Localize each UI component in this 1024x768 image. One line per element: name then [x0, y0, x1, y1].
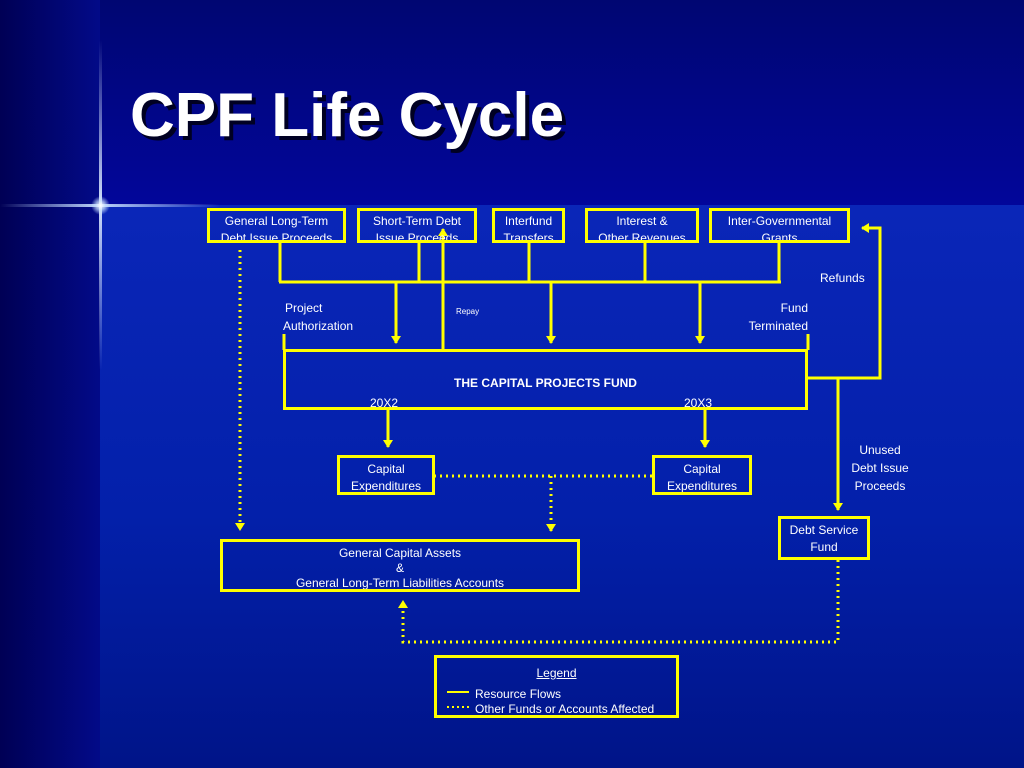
source-label-line2: Issue Proceeds — [375, 231, 459, 243]
light-flare-center — [91, 196, 110, 215]
source-interfund-box: Interfund Transfers — [492, 208, 565, 243]
source-interest-box: Interest & Other Revenues — [585, 208, 699, 243]
project-authorization-label: Project Authorization — [283, 299, 353, 335]
source-intergov-box: Inter-Governmental Grants — [709, 208, 850, 243]
debt-service-line1: Debt Service — [789, 523, 859, 537]
legend-title: Legend — [536, 666, 577, 680]
capex-label-line2: Expenditures — [666, 479, 738, 493]
project-label-line1: Project — [285, 301, 323, 315]
legend-dotted-label: Other Funds or Accounts Affected — [475, 702, 655, 716]
gca-label-line3: General Long-Term Liabilities Accounts — [295, 576, 505, 590]
source-label-line1: Inter-Governmental — [727, 214, 832, 228]
general-capital-assets-box: General Capital Assets & General Long-Te… — [220, 539, 580, 592]
project-label-line2: Authorization — [283, 319, 354, 333]
source-label-line1: Short-Term Debt — [372, 214, 462, 228]
slide-title: CPF Life Cycle — [130, 81, 565, 150]
unused-label-line3: Proceeds — [854, 479, 906, 493]
legend-box: Legend Resource Flows Other Funds or Acc… — [434, 655, 679, 718]
fund-terminated-label: Fund Terminated — [736, 299, 808, 335]
gca-label-line2: & — [395, 561, 404, 575]
fund-label-line1: Fund — [780, 301, 808, 315]
background-main — [100, 205, 1024, 768]
source-label-line1: Interfund — [504, 214, 553, 228]
unused-debt-proceeds-label: Unused Debt Issue Proceeds — [842, 441, 918, 495]
legend-solid-label: Resource Flows — [475, 687, 562, 701]
source-label-line2: Debt Issue Proceeds — [220, 231, 333, 243]
unused-proceeds-line — [808, 376, 843, 511]
capital-expenditures-20x2-box: Capital Expenditures — [337, 455, 435, 495]
refunds-line — [808, 223, 882, 380]
source-label-line1: Interest & — [616, 214, 668, 228]
light-flare-horizontal — [0, 204, 220, 207]
source-label-line1: General Long-Term — [224, 214, 329, 228]
gca-label-line1: General Capital Assets — [338, 546, 462, 560]
capital-projects-fund-title: THE CAPITAL PROJECTS FUND — [454, 376, 637, 390]
source-label-line2: Transfers — [503, 231, 554, 243]
debt-service-fund-box: Debt Service Fund — [778, 516, 870, 560]
debt-service-line2: Fund — [810, 540, 838, 554]
unused-label-line1: Unused — [859, 443, 901, 457]
source-label-line2: Other Revenues — [598, 231, 686, 243]
source-short-term-debt-box: Short-Term Debt Issue Proceeds — [357, 208, 477, 243]
capital-projects-fund-box: THE CAPITAL PROJECTS FUND — [283, 349, 808, 410]
source-general-lt-debt-box: General Long-Term Debt Issue Proceeds — [207, 208, 346, 243]
capex-label-line2: Expenditures — [350, 479, 422, 493]
year-20x3-label: 20X3 — [684, 396, 713, 410]
unused-label-line2: Debt Issue — [851, 461, 909, 475]
background-top — [0, 0, 1024, 205]
repay-label: Repay — [456, 307, 480, 316]
background-left-band — [0, 0, 100, 768]
refunds-label: Refunds — [820, 271, 865, 285]
capex-label-line1: Capital — [683, 462, 721, 476]
source-label-line2: Grants — [761, 231, 798, 243]
year-20x2-label: 20X2 — [370, 396, 399, 410]
capital-expenditures-20x3-box: Capital Expenditures — [652, 455, 752, 495]
capex-label-line1: Capital — [367, 462, 405, 476]
fund-label-line2: Terminated — [748, 319, 808, 333]
